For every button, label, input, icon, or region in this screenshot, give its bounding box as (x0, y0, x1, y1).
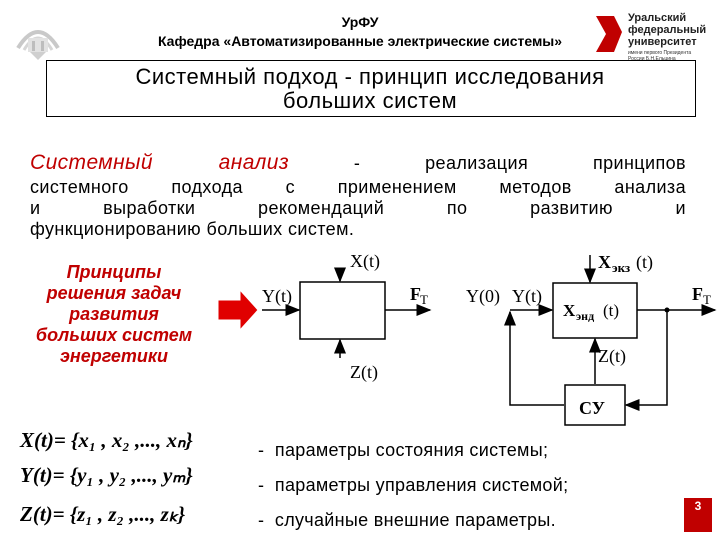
bullet-random-text: случайные внешние параметры. (274, 510, 556, 530)
label-x-endo: X (563, 301, 576, 320)
logo-line-3: университет (628, 36, 697, 48)
bullet-control: - параметры управления системой; (258, 475, 568, 496)
bullet-dash: - (258, 510, 265, 530)
urfu-logo: Уральский федеральный университет имени … (592, 10, 716, 64)
formula-y: Y(t)= {y₁ , y₂ ,..., yₘ} (20, 463, 193, 488)
bullet-control-text: параметры управления системой; (274, 475, 569, 495)
definition-line4: функционированию больших систем. (30, 219, 355, 239)
bullet-state-text: параметры состояния системы; (274, 440, 549, 460)
label-z-left: Z(t) (350, 362, 378, 383)
definition-line3: и выработки рекомендаций по развитию и (30, 198, 686, 218)
principles-line: Принципы (66, 262, 162, 282)
formula-z: Z(t)= {z₁ , z₂ ,..., zₖ} (20, 502, 185, 527)
label-x-exo: X (598, 252, 611, 272)
formula-x-rhs: = {x₁ , x₂ ,..., xₙ} (53, 428, 193, 452)
title-box (46, 60, 696, 117)
definition-line1: Системный анализ - реализация принципов (30, 152, 686, 174)
formula-z-lhs: Z(t) (20, 502, 53, 526)
formula-y-rhs: = {y₁ , y₂ ,..., yₘ} (52, 463, 193, 487)
logo-line-2: федеральный (628, 24, 707, 36)
formula-z-rhs: = {z₁ , z₂ ,..., zₖ} (52, 502, 186, 526)
bullet-dash: - (258, 440, 265, 460)
label-x-endo-sub: энд (576, 309, 594, 323)
header-department: Кафедра «Автоматизированные электрически… (157, 33, 563, 49)
definition-line1-rest: - реализация принципов (289, 153, 686, 173)
label-x-exo-arg: (t) (636, 252, 653, 273)
label-f-left: F (410, 284, 421, 304)
label-f-right-sub: T (703, 292, 711, 307)
principles-line: больших систем (35, 325, 193, 345)
red-arrow-icon (217, 288, 259, 332)
bullet-dash: - (258, 475, 265, 495)
label-f-left-sub: T (420, 292, 428, 307)
bullet-state: - параметры состояния системы; (258, 440, 548, 461)
principles-line: развития (69, 304, 159, 324)
principles-line: энергетики (59, 346, 169, 366)
header-org: УрФУ (341, 14, 379, 30)
definition-line2: системного подхода с применением методов… (30, 177, 686, 197)
label-y0: Y(0) (466, 286, 500, 307)
page-number: 3 (684, 498, 712, 532)
slide-title-line2: больших систем (282, 88, 458, 113)
university-crest-logo (8, 8, 68, 66)
label-yt-right: Y(t) (512, 286, 542, 307)
label-x-exo-sub: экз (612, 260, 630, 275)
label-f-right: F (692, 284, 703, 304)
label-z-right: Z(t) (598, 346, 626, 367)
label-y-left: Y(t) (262, 286, 292, 307)
principles-line: решения задач (46, 283, 182, 303)
label-x-left: X(t) (350, 251, 380, 272)
logo-line-1: Уральский (628, 12, 687, 24)
label-x-endo-arg: (t) (603, 301, 619, 320)
formula-y-lhs: Y(t) (20, 463, 53, 487)
definition-term: Системный анализ (30, 151, 290, 174)
formula-x: X(t)= {x₁ , x₂ ,..., xₙ} (20, 428, 193, 453)
system-block-left (299, 281, 386, 340)
slide-title-line1: Системный подход - принцип исследования (135, 64, 605, 89)
bullet-random: - случайные внешние параметры. (258, 510, 556, 531)
principles-text: Принципы решения задач развития больших … (4, 262, 224, 367)
logo-small-1: имени первого Президента (628, 50, 692, 56)
formula-x-lhs: X(t) (20, 428, 54, 452)
logo-small-2: России Б.Н.Ельцина (628, 56, 676, 62)
label-cu: СУ (579, 398, 605, 418)
